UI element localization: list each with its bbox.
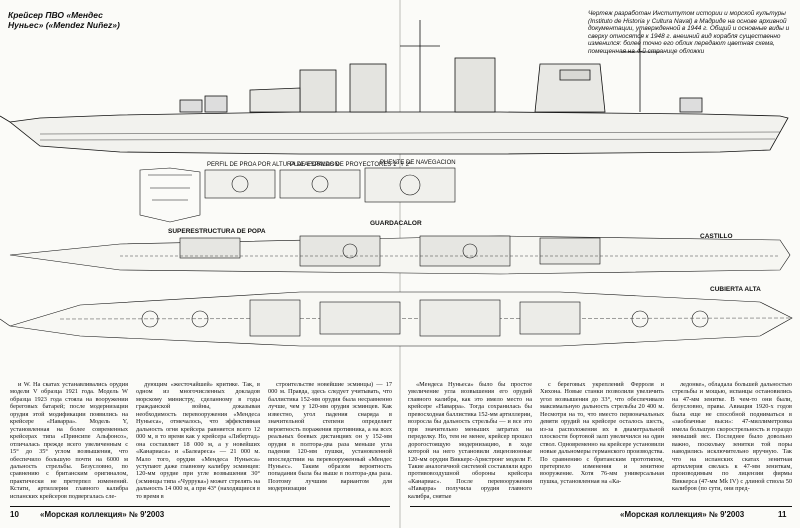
plan-label-guardacalor: GUARDACALOR: [370, 220, 422, 227]
plan-label-top3: PUENTE DE NAVEGACION: [380, 160, 456, 166]
plan-label-top1: PERFIL DE PROA POR ALTURA DE ESPALDON: [207, 162, 339, 168]
footer-rule-left: [10, 506, 390, 507]
superstructure-plan: [9, 235, 791, 275]
footer-title-right: «Морская коллекция» № 9'2003: [620, 510, 745, 519]
text-column-1: и W. На скатах устанавливались орудия мо…: [10, 381, 128, 500]
plan-label-cubierta: CUBIERTA ALTA: [710, 286, 761, 293]
detail-drawings: [139, 167, 456, 223]
footer-rule-right: [410, 506, 792, 507]
upper-deck-plan: [0, 291, 793, 347]
page-number-right: 11: [778, 510, 787, 519]
ship-plans: PERFIL DE PROA POR ALTURA DE ESPALDON PL…: [0, 20, 793, 347]
text-column-5: с береговых укреплений Ферроля и Хихона.…: [540, 381, 664, 485]
caption-right: Чертеж разработан Институтом истории и м…: [588, 10, 790, 55]
text-column-6: ледонке», обладала большей дальностью ст…: [672, 381, 792, 493]
text-column-3: строительстве новейшие эсминцы) — 17 000…: [268, 381, 392, 493]
text-column-2: дующим «жесточайшей» критике. Так, в одн…: [136, 381, 260, 500]
plan-label-superestructura: SUPERESTRUCTURA DE POPA: [168, 228, 266, 235]
plan-label-top2: PLATAFORMAS DE PROYECTORES 1º Y 2º: [290, 161, 412, 168]
page-number-left: 10: [10, 510, 19, 519]
plan-label-castillo: CASTILLO: [700, 233, 733, 240]
caption-left: Крейсер ПВО «Мендес Нуньес» («Mendez Nuñ…: [8, 10, 120, 30]
footer-title-left: «Морская коллекция» № 9'2003: [40, 510, 165, 519]
ship-profile: [0, 20, 789, 155]
text-column-4: «Мендеса Нуньеса» было бы простое увелич…: [408, 381, 532, 500]
